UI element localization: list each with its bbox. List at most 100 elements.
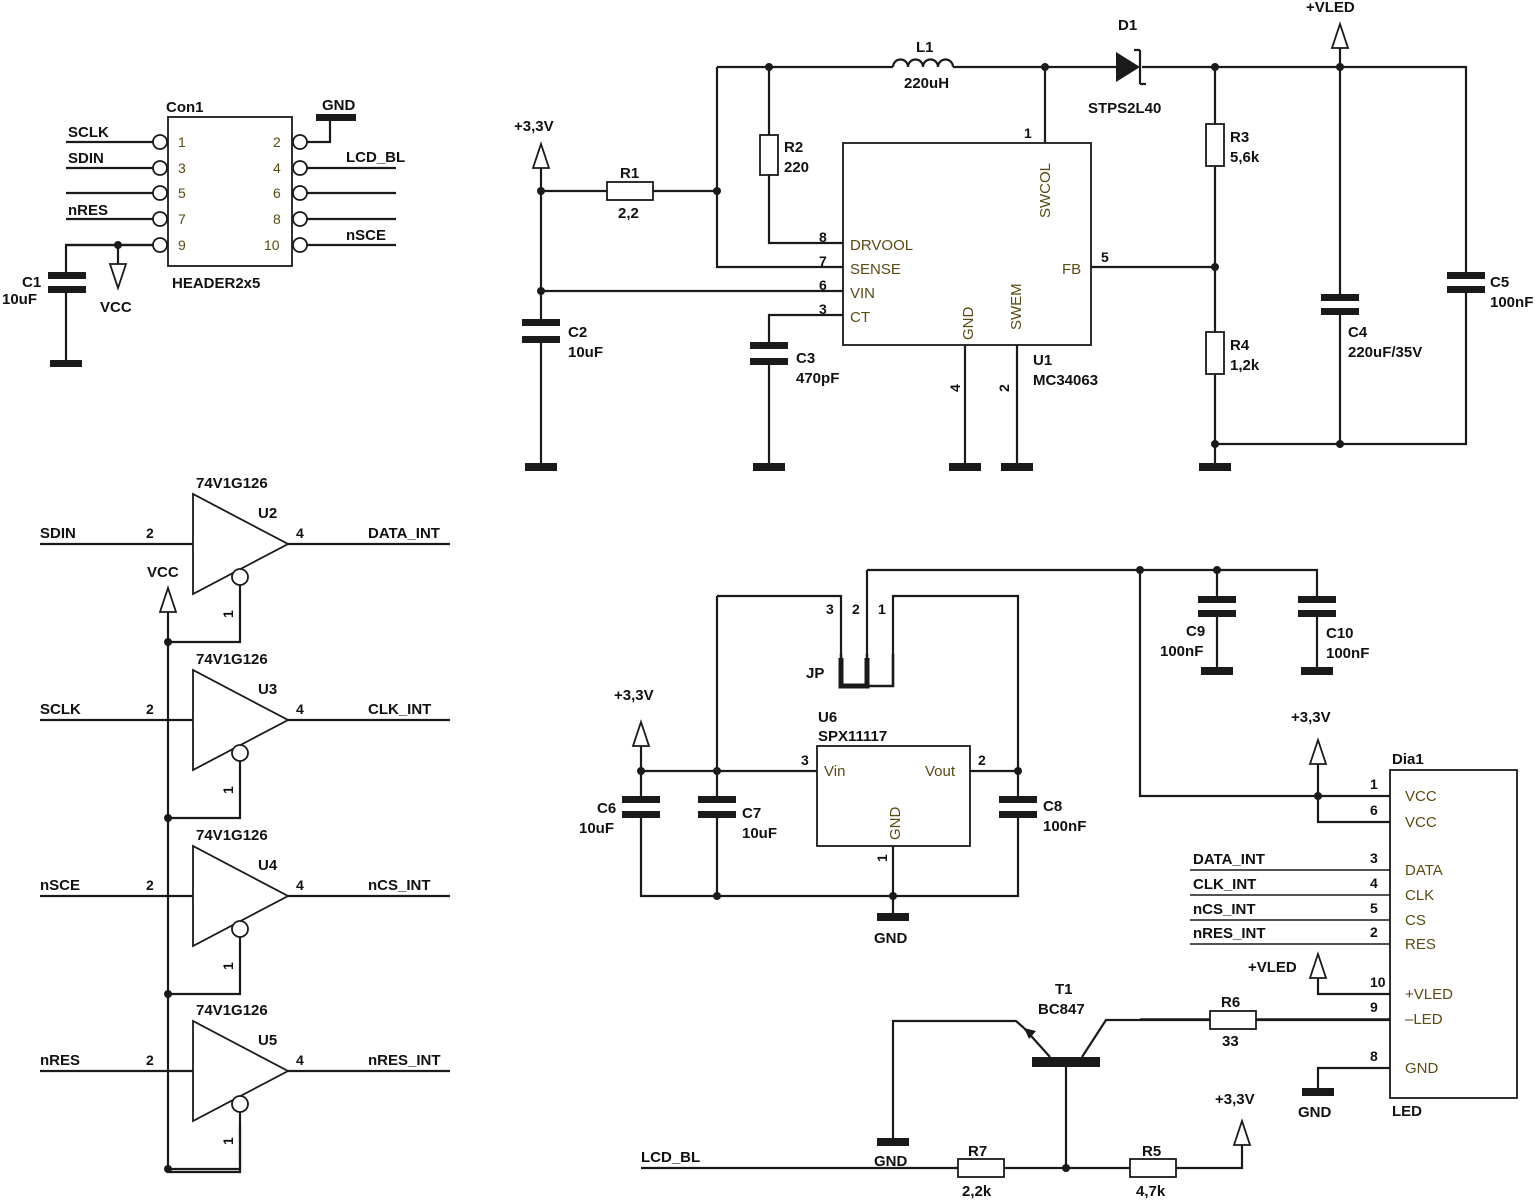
dia1-body xyxy=(1389,769,1518,1099)
buffer-part-label: 74V1G126 xyxy=(196,1002,268,1019)
r6-value: 33 xyxy=(1222,1033,1239,1050)
r3-value: 5,6k xyxy=(1230,149,1260,166)
buffer-input-net: nSCE xyxy=(40,877,80,894)
con1-pin9: 9 xyxy=(178,237,186,253)
boost-converter: DRVOOL SENSE VIN CT FB GND SWEM SWCOL 8 … xyxy=(514,0,1533,471)
v33-arrow xyxy=(1308,737,1328,765)
u6-pin-gnd: GND xyxy=(887,807,904,841)
dia1-pinname: VCC xyxy=(1405,788,1437,805)
r2-value: 220 xyxy=(784,159,809,176)
buffer-pin-out: 4 xyxy=(296,525,304,541)
buffer-pin-oe: 1 xyxy=(220,1137,236,1145)
u6-part: SPX11117 xyxy=(818,728,887,745)
u1-body xyxy=(842,142,1092,346)
r5-resistor xyxy=(1129,1158,1177,1178)
dia1-pinnum: 5 xyxy=(1370,900,1378,916)
l1-inductor xyxy=(891,58,955,68)
dia1-pinname: DATA xyxy=(1405,862,1443,879)
u1-pinnum-3: 3 xyxy=(819,301,827,317)
buffer-pin-oe: 1 xyxy=(220,786,236,794)
jp-pin2: 2 xyxy=(852,601,860,617)
buffer-output-net: nRES_INT xyxy=(368,1052,441,1069)
backlight-driver: GND T1 BC847 R6 33 R7 2,2k R5 4,7k +3,3V… xyxy=(641,981,1390,1200)
ldo-v33-label: +3,3V xyxy=(614,687,654,704)
u1-pin-swcol: SWCOL xyxy=(1037,163,1054,218)
buffer-pin-in: 2 xyxy=(146,877,154,893)
t1-ref: T1 xyxy=(1055,981,1073,998)
c6-ref: C6 xyxy=(597,800,616,817)
con1-left-pins xyxy=(152,134,168,253)
dia1-pinnum: 2 xyxy=(1370,924,1378,940)
con1-body xyxy=(167,116,293,267)
r6-ref: R6 xyxy=(1221,994,1240,1011)
con1-right-pins xyxy=(292,134,308,253)
jp-ref: JP xyxy=(806,665,824,682)
buffer-output-net: DATA_INT xyxy=(368,525,440,542)
con1-pin4: 4 xyxy=(273,160,281,176)
net-lcd-bl-label: LCD_BL xyxy=(346,149,405,166)
c1-ref: C1 xyxy=(22,274,41,291)
ldo-section: Vin Vout GND U6 SPX11117 3 2 1 +3,3V C6 … xyxy=(579,566,1369,947)
u1-pin-vin: VIN xyxy=(850,285,875,302)
r2-resistor xyxy=(759,134,779,176)
c2-ref: C2 xyxy=(568,324,587,341)
d1-ref: D1 xyxy=(1118,17,1137,34)
dia1-net-label: DATA_INT xyxy=(1193,851,1265,868)
dia1-type: LED xyxy=(1392,1103,1422,1120)
r6-resistor xyxy=(1209,1010,1257,1030)
ground-symbol xyxy=(753,463,785,471)
l1-ref: L1 xyxy=(916,39,934,56)
r7-resistor xyxy=(957,1158,1005,1178)
net-sdin-label: SDIN xyxy=(68,150,104,167)
con1-pin6: 6 xyxy=(273,185,281,201)
u1-pinnum-1: 1 xyxy=(1024,125,1032,141)
dia1-pinname: RES xyxy=(1405,936,1436,953)
vcc-arrow xyxy=(158,585,178,613)
u6-pin-vin: Vin xyxy=(824,763,845,780)
u6-body xyxy=(816,745,971,847)
r1-ref: R1 xyxy=(620,165,639,182)
u6-ref: U6 xyxy=(818,709,837,726)
u1-pin-fb: FB xyxy=(1062,261,1081,278)
ground-symbol xyxy=(1301,667,1333,675)
buffer-ref: U2 xyxy=(258,505,277,522)
dia1-pinname: CS xyxy=(1405,912,1426,929)
net-sclk-label: SCLK xyxy=(68,124,109,141)
dia1-pinnum: 9 xyxy=(1370,999,1378,1015)
con1-pin5: 5 xyxy=(178,185,186,201)
buffer-input-net: nRES xyxy=(40,1052,80,1069)
buffer-input-net: SCLK xyxy=(40,701,81,718)
buffer-ref: U5 xyxy=(258,1032,277,1049)
v33-arrow xyxy=(1232,1118,1252,1146)
r4-value: 1,2k xyxy=(1230,357,1260,374)
buffer-ref: U3 xyxy=(258,681,277,698)
net-nres-label: nRES xyxy=(68,202,108,219)
c6-value: 10uF xyxy=(579,820,614,837)
u1-part: MC34063 xyxy=(1033,372,1098,389)
dia1-pinname: –LED xyxy=(1405,1011,1443,1028)
u1-pinnum-5: 5 xyxy=(1101,249,1109,265)
u1-pinnum-6: 6 xyxy=(819,277,827,293)
ground-symbol xyxy=(877,913,909,921)
dia1-pinname: CLK xyxy=(1405,887,1434,904)
jp-wiring xyxy=(717,568,1318,798)
u1-pinnum-8: 8 xyxy=(819,229,827,245)
u1-pin-gnd: GND xyxy=(960,307,977,341)
buffer-pin-oe: 1 xyxy=(220,962,236,970)
buffer-pin-in: 2 xyxy=(146,1052,154,1068)
con1-pin10: 10 xyxy=(264,237,280,253)
vcc-down-arrow xyxy=(108,263,128,291)
buffer-output-net: nCS_INT xyxy=(368,877,431,894)
u6-pinnum-2: 2 xyxy=(978,752,986,768)
ground-symbol xyxy=(525,463,557,471)
ground-symbol xyxy=(877,1138,909,1146)
r4-ref: R4 xyxy=(1230,337,1250,354)
u6-pinnum-1: 1 xyxy=(874,854,890,862)
buffer-pin-in: 2 xyxy=(146,525,154,541)
r1-value: 2,2 xyxy=(618,205,639,222)
c3-ref: C3 xyxy=(796,350,815,367)
dia1-pinnum: 3 xyxy=(1370,850,1378,866)
c10-value: 100nF xyxy=(1326,645,1369,662)
